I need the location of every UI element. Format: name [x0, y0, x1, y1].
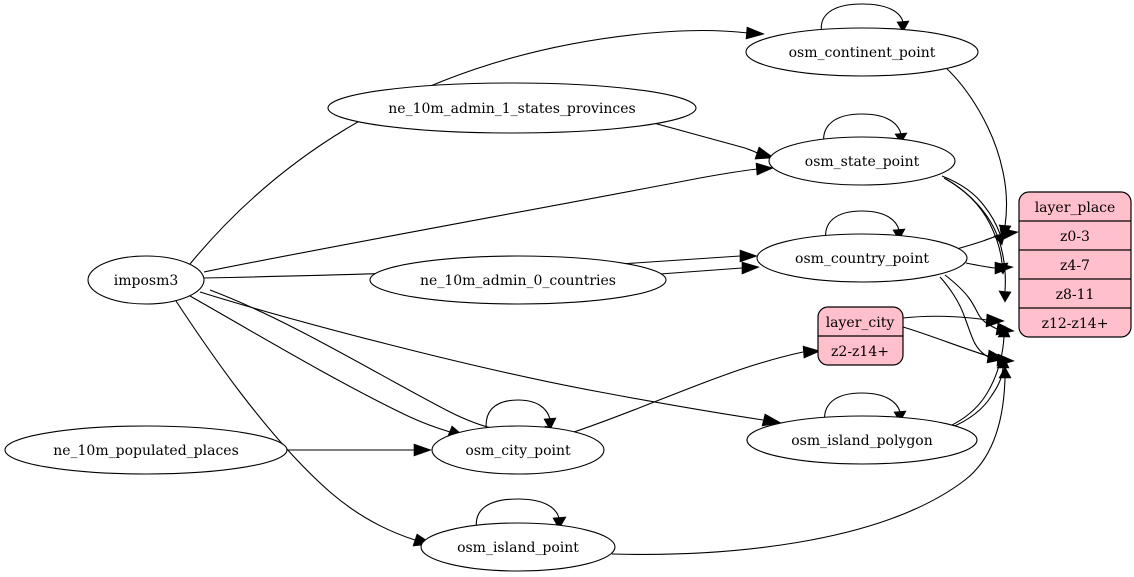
node-ne-10m-admin-0-countries[interactable]: ne_10m_admin_0_countries	[369, 255, 667, 305]
node-layer: imposm3 ne_10m_admin_1_states_provinces …	[4, 27, 979, 572]
node-osm-island-point[interactable]: osm_island_point	[420, 522, 616, 572]
edge-layer-city-to-layer-place-z12-z14	[902, 326, 1006, 364]
record-layer-place-row-z8-11: z8-11	[1056, 287, 1095, 303]
record-layer-city-row-z2-z14: z2-z14+	[831, 344, 889, 360]
edge-osm-country-point-to-layer-place-z8-11	[944, 274, 1015, 336]
edge-imposm3-to-osm-state-point	[203, 162, 774, 273]
node-imposm3-label: imposm3	[114, 273, 179, 289]
edge-osm-state-point-to-layer-place-z0-3	[941, 175, 1006, 246]
node-ne-populated-label: ne_10m_populated_places	[53, 443, 239, 459]
node-osm-city-point-label: osm_city_point	[465, 443, 571, 459]
record-layer-city-title: layer_city	[826, 315, 895, 331]
edge-self-loop-osm-city-point	[485, 399, 557, 434]
node-ne-10m-populated-places[interactable]: ne_10m_populated_places	[4, 425, 288, 475]
node-osm-state-point[interactable]: osm_state_point	[768, 136, 956, 186]
node-imposm3[interactable]: imposm3	[87, 255, 205, 305]
node-osm-continent-point[interactable]: osm_continent_point	[745, 27, 979, 77]
record-layer-place-row-z4-7: z4-7	[1060, 258, 1090, 274]
edge-self-loop-osm-continent-point	[820, 3, 910, 35]
edge-ne-populated-to-osm-city-point	[287, 443, 432, 457]
edge-osm-continent-point-to-layer-place-z0-3	[943, 65, 1012, 237]
record-layer-place-row-z12-z14: z12-z14+	[1042, 316, 1109, 332]
node-osm-city-point[interactable]: osm_city_point	[431, 425, 605, 475]
node-ne-10m-admin-1-states-provinces[interactable]: ne_10m_admin_1_states_provinces	[327, 82, 697, 134]
node-osm-island-polygon[interactable]: osm_island_polygon	[746, 415, 978, 465]
edge-imposm3-to-osm-continent-point	[189, 26, 765, 265]
edge-layer-city-to-layer-place-z8-11	[902, 313, 1005, 328]
node-osm-country-point[interactable]: osm_country_point	[756, 233, 968, 283]
edge-osm-country-point-to-layer-place-z4-7	[965, 261, 1014, 275]
record-layer: layer_place z0-3 z4-7 z8-11 z12-z14+ lay…	[817, 191, 1132, 366]
record-layer-place[interactable]: layer_place z0-3 z4-7 z8-11 z12-z14+	[1018, 191, 1132, 338]
edge-ne-states-to-osm-state-point	[649, 121, 775, 160]
edge-self-loop-osm-island-point	[475, 498, 567, 532]
node-ne-countries-label: ne_10m_admin_0_countries	[420, 273, 616, 289]
node-osm-island-point-label: osm_island_point	[457, 540, 579, 556]
edge-ne-countries-to-osm-country-point	[659, 261, 760, 275]
record-layer-place-row-z0-3: z0-3	[1060, 229, 1090, 245]
edge-osm-island-point-to-layer-place-z12-z14	[611, 366, 1012, 555]
edge-osm-city-point-to-layer-city	[567, 345, 821, 435]
record-layer-city[interactable]: layer_city z2-z14+	[817, 306, 904, 366]
edge-osm-island-polygon-to-layer-place-z8-11	[947, 325, 1011, 428]
edge-osm-country-point-to-layer-place-z0-3	[952, 227, 1019, 251]
node-osm-state-point-label: osm_state_point	[805, 154, 920, 170]
node-osm-country-point-label: osm_country_point	[795, 251, 929, 267]
node-ne-states-label: ne_10m_admin_1_states_provinces	[388, 101, 635, 117]
edge-imposm3-to-osm-island-point	[175, 300, 433, 547]
edge-imposm3-to-osm-island-polygon	[199, 291, 782, 427]
node-osm-island-polygon-label: osm_island_polygon	[791, 433, 933, 449]
edge-imposm3-to-osm-city-point-secondary	[209, 289, 562, 439]
edge-imposm3-to-osm-city-point	[189, 295, 467, 439]
node-osm-continent-point-label: osm_continent_point	[789, 45, 936, 61]
record-layer-place-title: layer_place	[1035, 200, 1116, 216]
edge-osm-state-point-to-layer-place-z8-11	[945, 178, 1012, 303]
